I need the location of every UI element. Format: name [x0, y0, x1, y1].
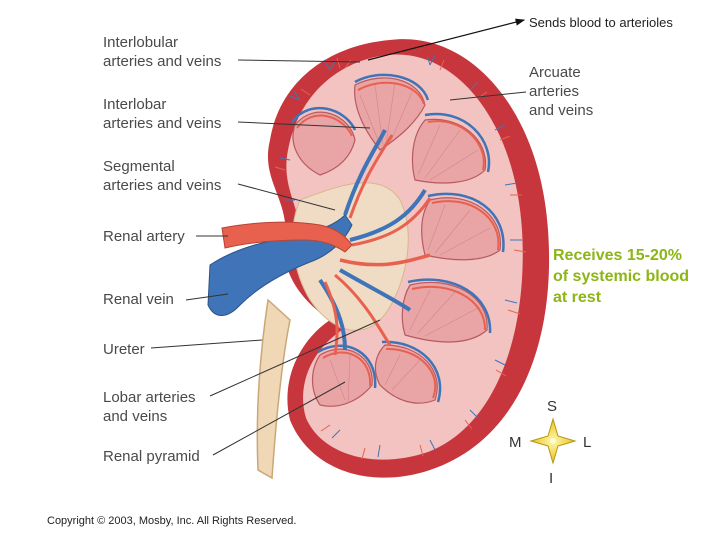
compass-inferior: I	[549, 470, 554, 487]
interlobular-vessels	[279, 54, 522, 458]
ureter-tube	[256, 298, 291, 480]
compass-medial: M	[509, 434, 522, 451]
renal-pyramids	[292, 77, 501, 407]
arcuate-veins	[291, 73, 505, 403]
leader-segmental	[237, 183, 336, 211]
arrow-to-top-note	[367, 18, 526, 61]
label-renal-artery: Renal artery	[103, 228, 185, 245]
label-segmental: Segmental arteries and veins	[103, 158, 222, 194]
orientation-compass-star	[529, 417, 577, 465]
pyramid-1	[354, 77, 426, 151]
leader-interlobar	[237, 121, 371, 129]
interlobular-arteries	[274, 57, 527, 460]
pyramid-3	[411, 118, 487, 184]
label-renal-pyramid: Renal pyramid	[103, 448, 200, 465]
label-interlobular: Interlobular arteries and veins	[103, 34, 222, 70]
label-renal-vein: Renal vein	[103, 291, 174, 308]
arcuate-arteries	[296, 81, 500, 399]
copyright-notice: Copyright © 2003, Mosby, Inc. All Rights…	[47, 515, 297, 527]
leader-ureter	[150, 339, 263, 349]
label-arcuate: Arcuate arteries and veins	[529, 64, 594, 119]
leader-interlobular	[237, 59, 361, 63]
label-lobar: Lobar arteries and veins	[103, 389, 196, 425]
interlobar-vessels	[318, 129, 432, 356]
leader-lobar	[209, 319, 381, 397]
compass-lateral: L	[583, 434, 592, 451]
compass-superior: S	[547, 398, 558, 415]
label-ureter: Ureter	[103, 341, 145, 358]
label-interlobar: Interlobar arteries and veins	[103, 96, 222, 132]
pyramid-2	[292, 111, 356, 176]
leader-renal-pyramid	[212, 381, 346, 456]
renal-artery-vessel	[221, 221, 353, 253]
pyramid-striations	[329, 81, 491, 403]
blood-supply-annotation: Receives 15-20% of systemic blood at res…	[553, 247, 690, 306]
pyramid-4	[421, 197, 501, 261]
top-annotation: Sends blood to arterioles	[529, 15, 673, 30]
leader-arcuate	[449, 91, 527, 101]
leader-renal-vein	[185, 293, 229, 301]
leader-lines	[150, 59, 527, 456]
